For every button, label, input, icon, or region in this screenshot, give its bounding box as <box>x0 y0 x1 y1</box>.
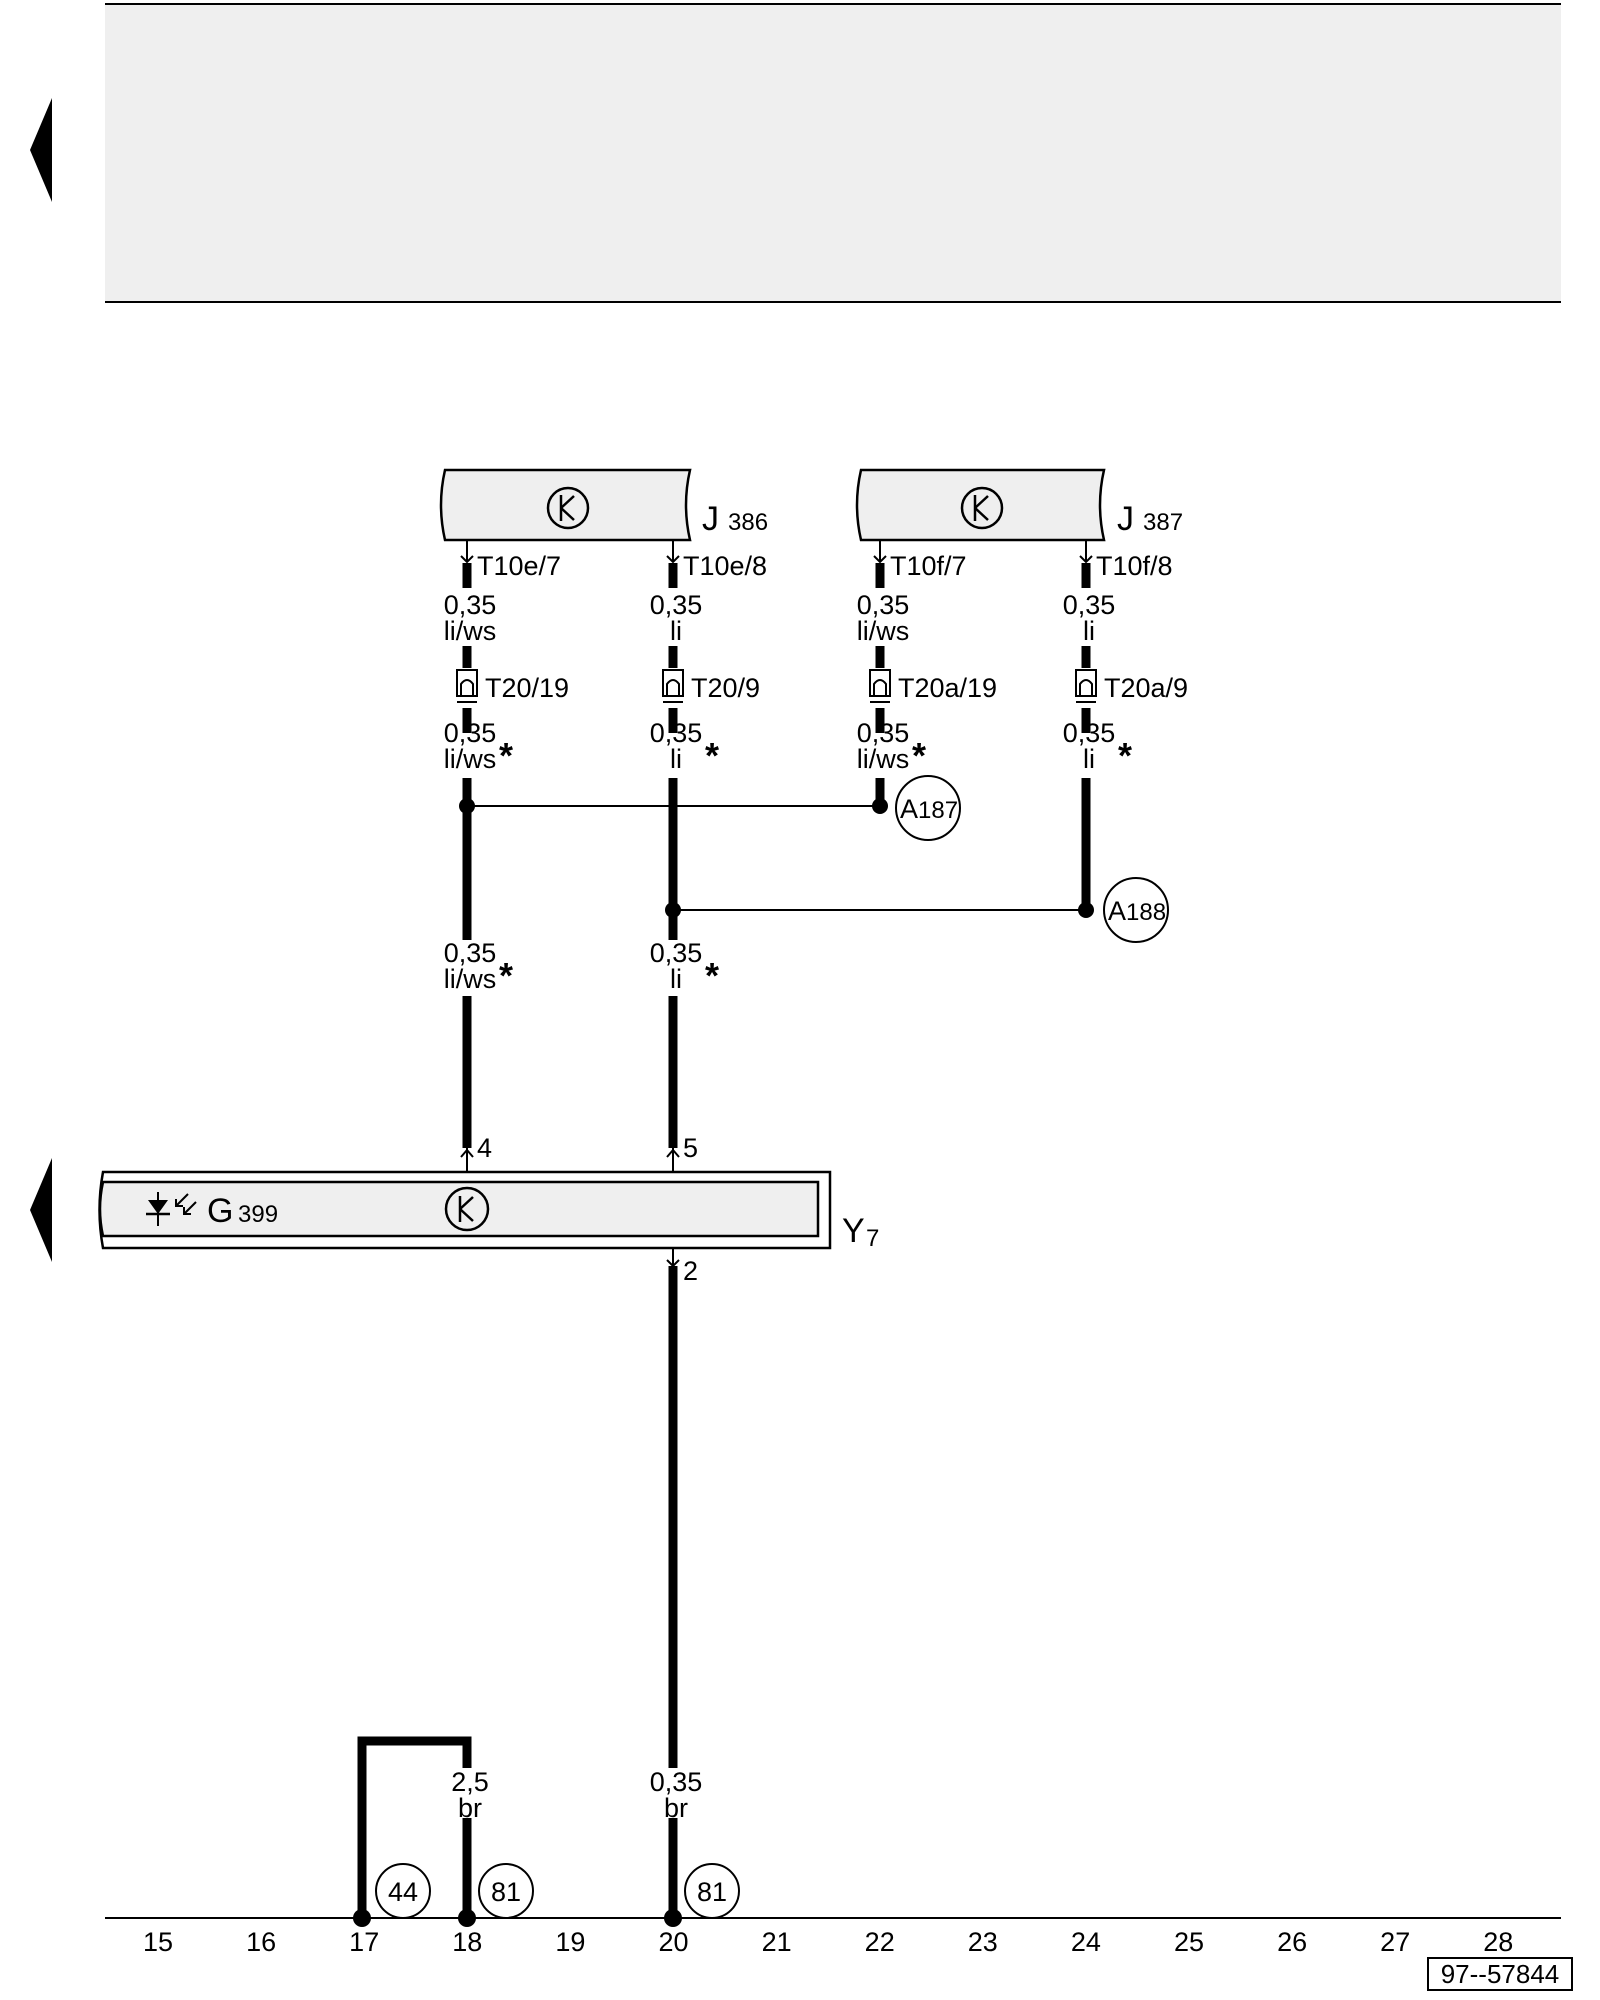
connector-label: T20/19 <box>485 673 569 703</box>
optional-marker: * <box>499 955 513 996</box>
transistor-icon <box>960 486 1004 530</box>
svg-text:7: 7 <box>866 1225 879 1252</box>
connector-label: T20/9 <box>691 673 760 703</box>
svg-text:A: A <box>1108 896 1126 926</box>
ground-ref-81: 81 <box>684 1863 740 1919</box>
wire-color: li/ws <box>857 616 910 646</box>
wire-color: li <box>1083 744 1095 774</box>
wire-color: li <box>670 964 682 994</box>
grid-number: 20 <box>658 1927 688 1957</box>
grid-number: 19 <box>555 1927 585 1957</box>
g399-sensor: G 399 <box>98 1170 832 1250</box>
connector-label: T20a/9 <box>1104 673 1188 703</box>
connector-label: T10e/7 <box>477 551 561 581</box>
j386-letter: J <box>702 500 719 538</box>
grid-number-row: 15 16 17 18 19 20 21 22 23 24 25 26 27 28 <box>143 1927 1513 1957</box>
j386-control-unit: J 386 <box>439 468 768 542</box>
optional-marker: * <box>705 735 719 776</box>
photodiode-icon <box>146 1192 197 1226</box>
prev-page-arrow-icon[interactable] <box>30 98 52 202</box>
prev-section-arrow-icon[interactable] <box>30 1158 52 1262</box>
wire-size: 0,35 <box>650 938 703 968</box>
wire-size: 0,35 <box>444 590 497 620</box>
transistor-icon <box>444 1186 490 1232</box>
wire-size: 0,35 <box>650 590 703 620</box>
wire-color: li/ws <box>857 744 910 774</box>
grid-number: 22 <box>865 1927 895 1957</box>
connector-label: T10e/8 <box>683 551 767 581</box>
wire-color: li <box>670 744 682 774</box>
j386-number: 386 <box>728 509 768 536</box>
grid-number: 17 <box>349 1927 379 1957</box>
j387-control-unit: J 387 <box>855 468 1183 542</box>
optional-marker: * <box>912 735 926 776</box>
grid-number: 27 <box>1380 1927 1410 1957</box>
inline-connector-icon <box>1075 669 1097 703</box>
connector-label: T10f/7 <box>890 551 967 581</box>
wire-size: 0,35 <box>650 718 703 748</box>
grid-number: 15 <box>143 1927 173 1957</box>
transistor-icon <box>546 486 590 530</box>
ground-ref-81: 81 <box>478 1863 534 1919</box>
inline-connector-icon <box>869 669 891 703</box>
svg-text:A: A <box>900 794 918 824</box>
connector-label: T10f/8 <box>1096 551 1173 581</box>
ground-ref-44: 44 <box>375 1863 431 1919</box>
grid-number: 24 <box>1071 1927 1101 1957</box>
svg-text:Y: Y <box>842 1212 865 1250</box>
wire-size: 2,5 <box>451 1767 489 1797</box>
inline-connector-icon <box>662 669 684 703</box>
wire-size: 0,35 <box>444 718 497 748</box>
optional-marker: * <box>705 955 719 996</box>
wire-color: li <box>670 616 682 646</box>
svg-text:188: 188 <box>1126 899 1166 926</box>
y7-mirror-label: Y 7 <box>842 1212 879 1252</box>
wire-size: 0,35 <box>1063 590 1116 620</box>
diagram-reference-number: 97--57844 <box>1427 1957 1573 1991</box>
optional-marker: * <box>499 735 513 776</box>
g399-letter: G <box>207 1192 233 1230</box>
pin-number: 5 <box>683 1133 698 1163</box>
connector-label: T20a/19 <box>898 673 997 703</box>
wire-color: li/ws <box>444 744 497 774</box>
wire-color: li <box>1083 616 1095 646</box>
wire-ground-loop <box>357 1736 472 1918</box>
grid-number: 16 <box>246 1927 276 1957</box>
svg-text:81: 81 <box>697 1877 727 1907</box>
svg-text:187: 187 <box>918 797 958 824</box>
inline-connector-icon <box>456 669 478 703</box>
wire-color: br <box>664 1793 688 1823</box>
wire-color: li/ws <box>444 616 497 646</box>
header-band <box>105 4 1561 302</box>
j387-letter: J <box>1117 500 1134 538</box>
wire-size: 0,35 <box>444 938 497 968</box>
g399-number: 399 <box>238 1201 278 1228</box>
wire-size: 0,35 <box>650 1767 703 1797</box>
j387-number: 387 <box>1143 509 1183 536</box>
grid-number: 21 <box>762 1927 792 1957</box>
wire-color: br <box>458 1793 482 1823</box>
wire-size: 0,35 <box>1063 718 1116 748</box>
svg-text:81: 81 <box>491 1877 521 1907</box>
splice-a188: A 188 <box>1103 877 1169 943</box>
grid-number: 26 <box>1277 1927 1307 1957</box>
optional-marker: * <box>1118 735 1132 776</box>
wire-size: 0,35 <box>857 590 910 620</box>
wire-color: li/ws <box>444 964 497 994</box>
grid-number: 28 <box>1483 1927 1513 1957</box>
grid-number: 23 <box>968 1927 998 1957</box>
pin-number: 4 <box>477 1133 492 1163</box>
grid-number: 18 <box>452 1927 482 1957</box>
svg-text:44: 44 <box>388 1877 418 1907</box>
wire-size: 0,35 <box>857 718 910 748</box>
grid-number: 25 <box>1174 1927 1204 1957</box>
pin-number: 2 <box>683 1256 698 1286</box>
splice-a187: A 187 <box>895 775 961 841</box>
